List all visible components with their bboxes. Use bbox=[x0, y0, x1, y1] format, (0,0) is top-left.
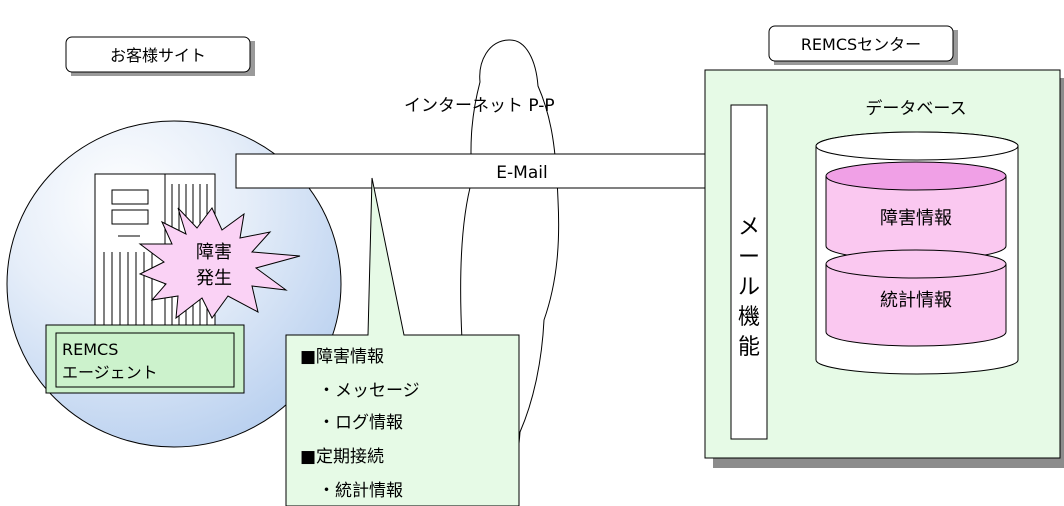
failure-burst: 障害 発生 bbox=[138, 207, 301, 320]
info-callout: ■障害情報 ・メッセージ ・ログ情報 ■定期接続 ・統計情報 bbox=[285, 177, 520, 506]
failure-burst-line1: 障害 bbox=[196, 242, 232, 263]
failure-info-label: 障害情報 bbox=[880, 208, 952, 229]
customer-site-label-box: お客様サイト bbox=[65, 36, 255, 76]
mail-function-char-1: メ bbox=[738, 215, 760, 240]
remcs-center-label: REMCSセンター bbox=[801, 35, 921, 54]
remcs-agent-box: REMCS エージェント bbox=[45, 324, 245, 394]
callout-line-4: ■定期接続 bbox=[300, 447, 384, 467]
mail-function-char-3: ル bbox=[738, 275, 760, 300]
callout-line-2: ・メッセージ bbox=[318, 381, 420, 401]
mail-function-box: メ ー ル 機 能 bbox=[730, 104, 768, 440]
failure-burst-line2: 発生 bbox=[196, 268, 232, 289]
email-arrow-label: E-Mail bbox=[496, 163, 547, 183]
agent-label-line2: エージェント bbox=[62, 363, 158, 382]
internet-label: インターネット P-P bbox=[404, 96, 555, 116]
database-stats-info: 統計情報 bbox=[825, 249, 1007, 347]
stats-info-label: 統計情報 bbox=[880, 290, 952, 311]
database: データベース 障害情報 統計情報 bbox=[815, 98, 1019, 375]
mail-function-char-5: 能 bbox=[738, 335, 760, 360]
mail-function-char-4: 機 bbox=[738, 305, 760, 330]
callout-line-1: ■障害情報 bbox=[300, 347, 384, 367]
callout-line-5: ・統計情報 bbox=[318, 481, 403, 501]
database-label: データベース bbox=[865, 98, 966, 119]
remcs-center-label-box: REMCSセンター bbox=[768, 25, 958, 65]
agent-label-line1: REMCS bbox=[62, 340, 118, 359]
database-failure-info: 障害情報 bbox=[825, 161, 1007, 261]
customer-site-label: お客様サイト bbox=[110, 46, 206, 65]
mail-function-char-2: ー bbox=[738, 245, 760, 270]
callout-line-3: ・ログ情報 bbox=[318, 413, 403, 433]
